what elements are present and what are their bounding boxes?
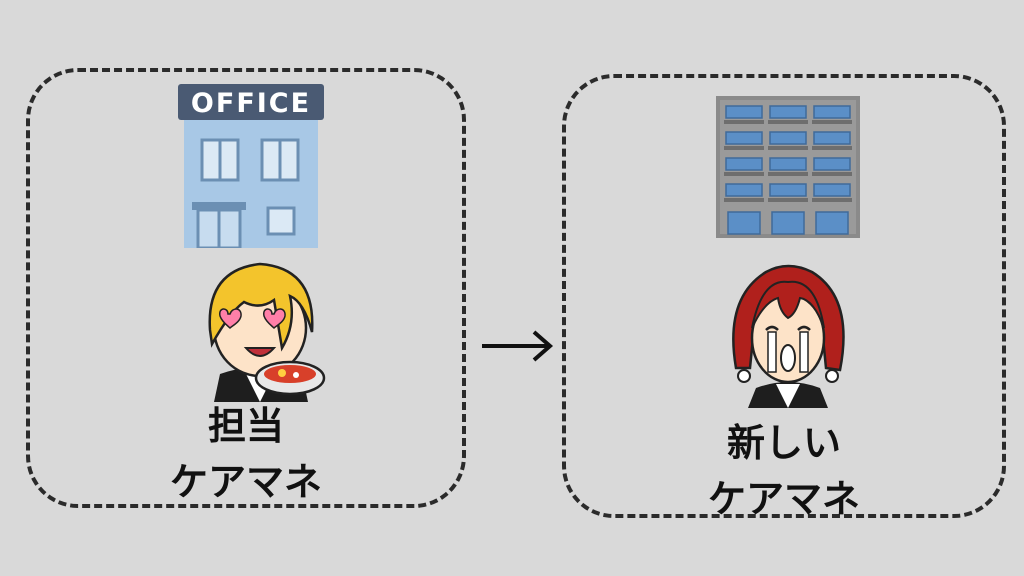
- office-building-icon: OFFICE: [178, 84, 324, 248]
- new-care-manager-panel: 新しい ケアマネ: [562, 74, 1006, 521]
- caption-line-1: 担当: [207, 404, 284, 448]
- current-care-manager-panel: OFFICE 担当 ケアマネ: [26, 68, 466, 508]
- office-sign-text: OFFICE: [191, 88, 311, 119]
- new-care-manager-caption: 新しい ケアマネ: [566, 415, 1002, 527]
- apartment-building-icon: [716, 96, 860, 238]
- blond-character-icon: [208, 262, 326, 402]
- right-arrow-icon: [482, 330, 554, 362]
- caption-line-2: ケアマネ: [707, 477, 860, 521]
- red-haired-character-icon: [732, 264, 845, 408]
- caption-line-2: ケアマネ: [169, 460, 322, 504]
- current-care-manager-caption: 担当 ケアマネ: [30, 398, 462, 510]
- caption-line-1: 新しい: [726, 421, 841, 465]
